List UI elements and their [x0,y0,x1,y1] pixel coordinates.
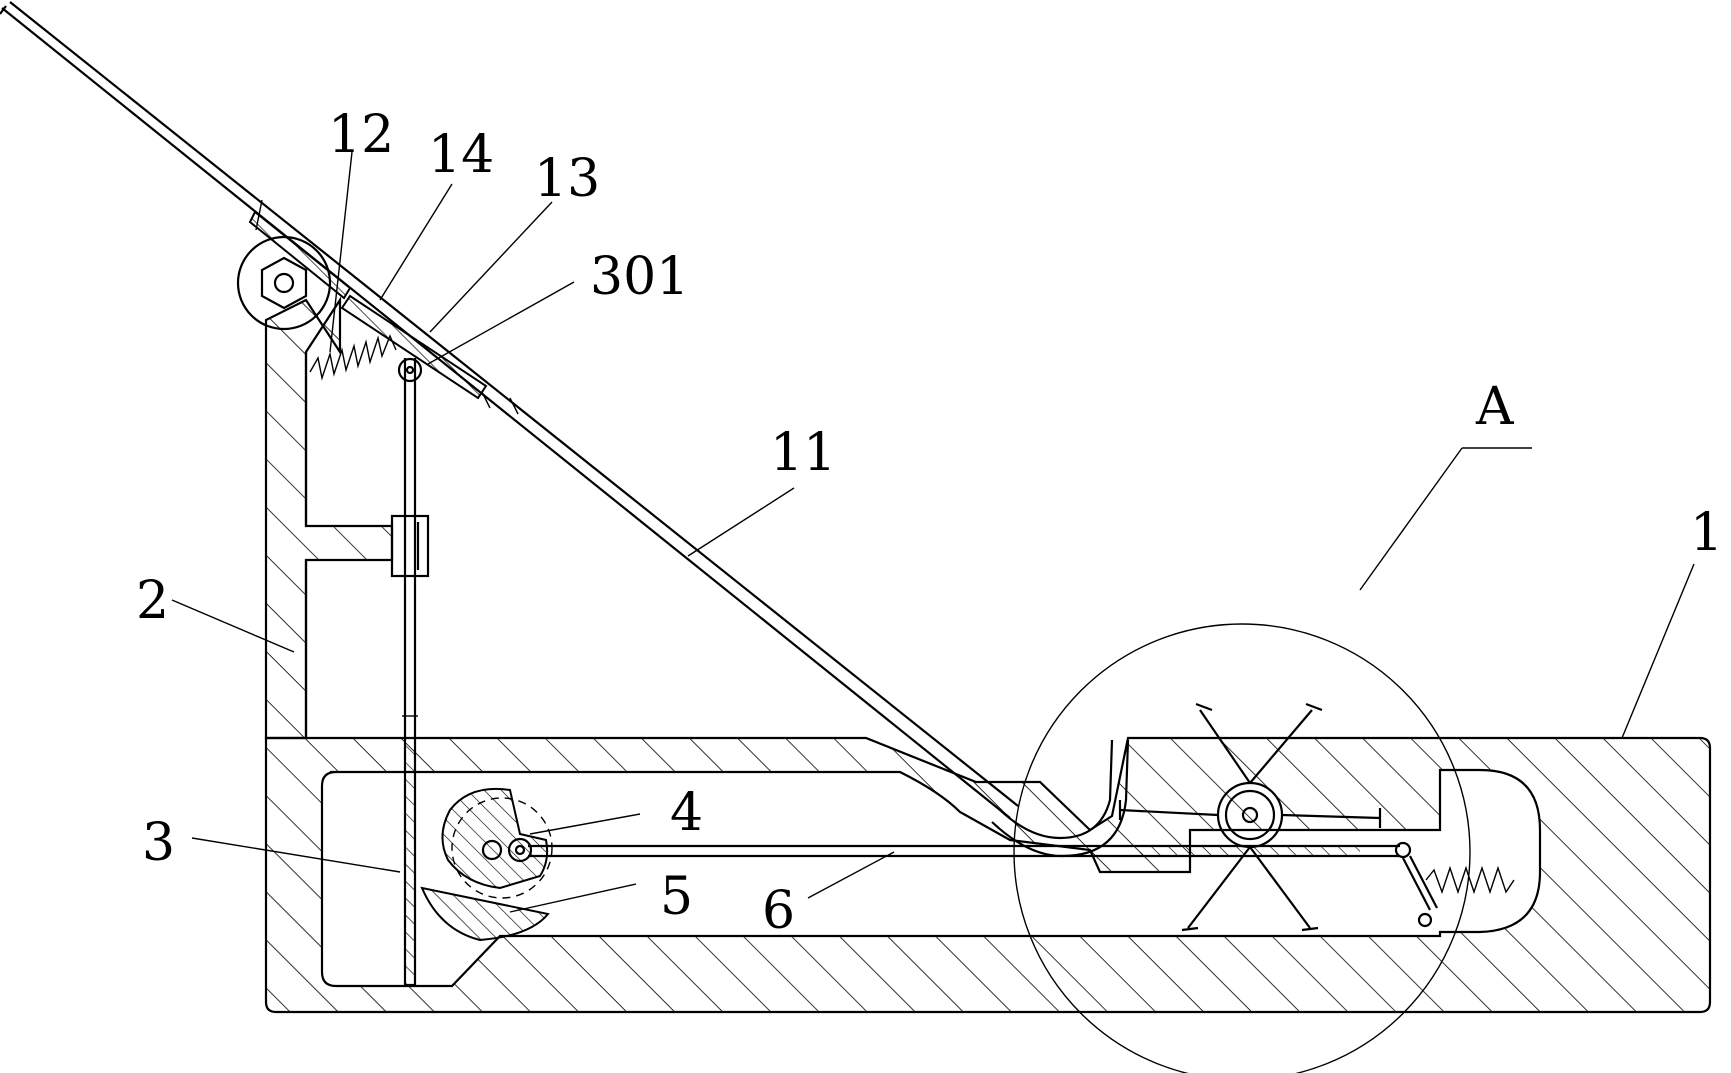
horizontal-link-rod [528,844,1400,858]
label-2: 2 [136,571,169,631]
label-a: A [1475,377,1515,437]
label-12: 12 [328,105,394,165]
label-13: 13 [534,149,600,209]
base-housing [264,736,1712,1014]
compression-spring [309,334,397,381]
leader-lines [171,151,1695,913]
part-labels: 12 14 13 301 11 A 1 2 3 4 5 6 [136,105,1723,941]
vertical-post [264,296,394,740]
label-5: 5 [660,867,693,927]
tension-spring [1394,841,1515,928]
star-wheel [1118,702,1382,932]
label-14: 14 [428,125,494,185]
label-1: 1 [1690,503,1723,563]
inclined-guide-rod [0,1,1130,858]
label-3: 3 [142,813,175,873]
cam-wheel [420,787,553,942]
label-4: 4 [670,783,703,843]
label-6: 6 [762,881,795,941]
sliding-sleeve [248,199,519,415]
label-301: 301 [590,247,689,307]
detail-circle-a [1013,447,1532,1073]
label-11: 11 [770,423,836,483]
vertical-pull-rod [390,357,430,987]
